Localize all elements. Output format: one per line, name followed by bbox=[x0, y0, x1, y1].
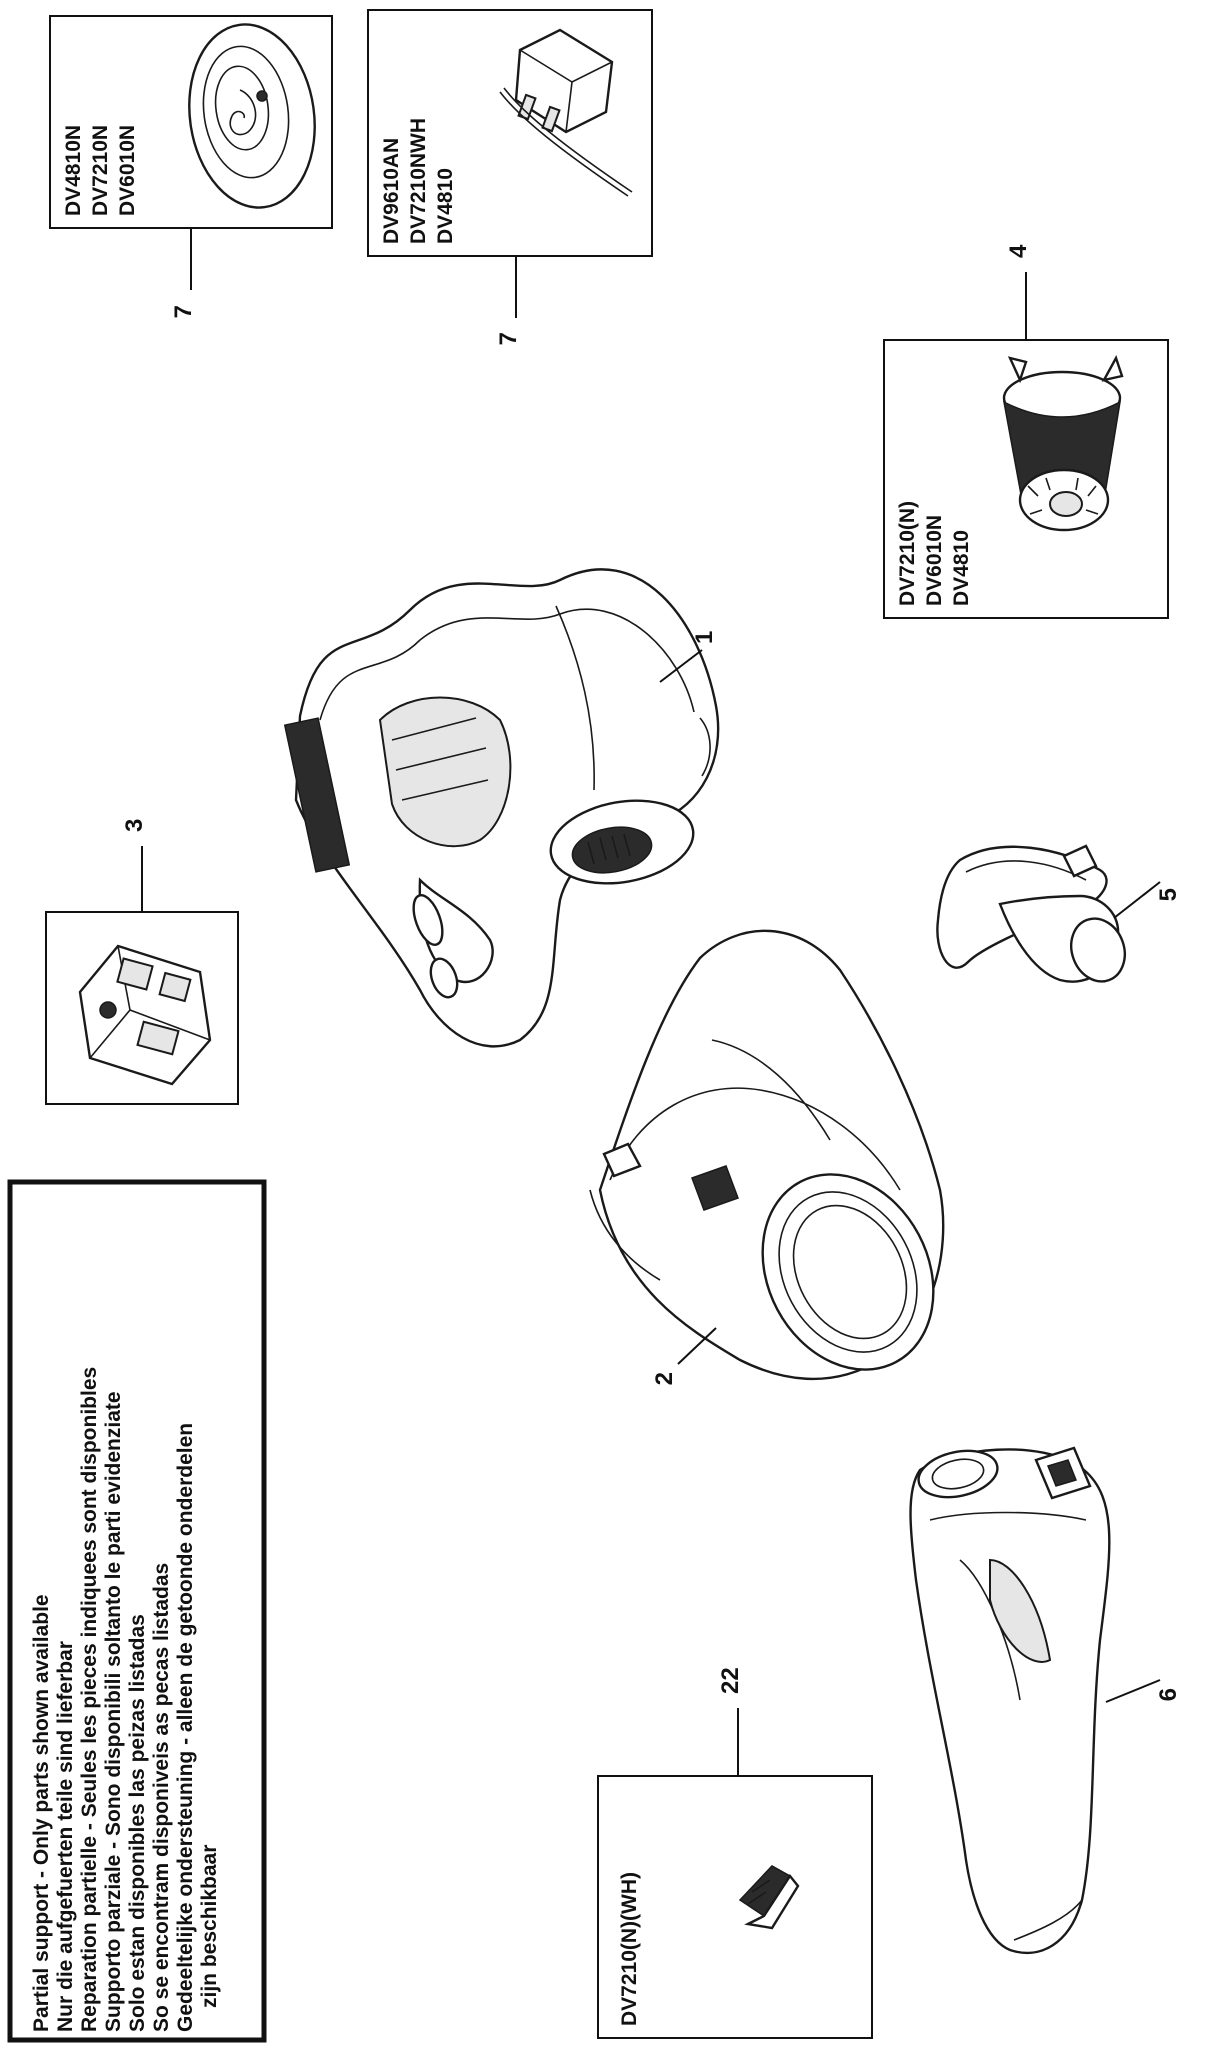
notice-line-3: Reparation partielle - Seules les pieces… bbox=[78, 1367, 101, 2032]
motor-box: 3 bbox=[45, 819, 239, 1105]
filter-disc-model-1: DV4810N bbox=[62, 125, 85, 216]
filter-disc-model-3: DV6010N bbox=[116, 125, 139, 216]
callout-7-filter-disc: 7 bbox=[170, 305, 197, 318]
callout-5-pre-filter: 5 bbox=[1155, 888, 1182, 901]
notice-line-6: So se encontram disponiveis as pecas lis… bbox=[150, 1563, 173, 2032]
latch-box: DV7210(N)(WH) 22 bbox=[597, 1667, 873, 2039]
callout-1-housing: 1 bbox=[691, 631, 718, 644]
charger-box: DV9610AN DV7210NWH DV4810 7 bbox=[367, 9, 653, 345]
notice-line-1: Partial support - Only parts shown avail… bbox=[30, 1594, 53, 2032]
charger-image bbox=[499, 28, 633, 197]
pre-filter-image: 5 bbox=[936, 844, 1182, 983]
latch-image bbox=[738, 1865, 800, 1930]
main-housing-image: 1 bbox=[283, 568, 720, 1048]
charger-model-3: DV4810 bbox=[434, 168, 457, 244]
callout-22-latch: 22 bbox=[717, 1667, 744, 1694]
callout-6-nozzle: 6 bbox=[1155, 1688, 1182, 1701]
filter-cartridge-box: DV7210(N) DV6010N DV4810 4 bbox=[883, 244, 1169, 619]
support-notice-box: Partial support - Only parts shown avail… bbox=[7, 1179, 267, 2043]
notice-line-7: Gedeeltelijke ondersteuning - alleen de … bbox=[174, 1423, 197, 2032]
filter-disc-box: DV4810N DV7210N DV6010N 7 bbox=[49, 15, 333, 318]
filter-cartridge-image bbox=[1002, 355, 1124, 532]
callout-3-motor: 3 bbox=[121, 819, 148, 832]
notice-line-8: zijn beschikbaar bbox=[198, 1845, 221, 2008]
filter-disc-image bbox=[188, 23, 316, 209]
notice-line-5: Solo estan disponibles las peizas listad… bbox=[126, 1614, 149, 2032]
filter-disc-model-2: DV7210N bbox=[89, 125, 112, 216]
notice-line-4: Supporto parziale - Sono disponibili sol… bbox=[102, 1391, 125, 2032]
callout-7-charger: 7 bbox=[495, 332, 522, 345]
filter-model-1: DV7210(N) bbox=[896, 501, 919, 606]
filter-model-3: DV4810 bbox=[950, 530, 973, 606]
filter-model-2: DV6010N bbox=[923, 515, 946, 606]
latch-model-1: DV7210(N)(WH) bbox=[618, 1872, 641, 2026]
callout-2-bowl: 2 bbox=[651, 1372, 678, 1385]
callout-4-filter-cartridge: 4 bbox=[1005, 244, 1032, 258]
notice-line-2: Nur die aufgefuerten teile sind lieferba… bbox=[54, 1641, 77, 2032]
charger-model-1: DV9610AN bbox=[380, 138, 403, 244]
charger-model-2: DV7210NWH bbox=[407, 118, 430, 244]
motor-image bbox=[78, 944, 212, 1086]
dust-bowl-image: 2 bbox=[589, 929, 945, 1385]
nozzle-image: 6 bbox=[909, 1446, 1182, 1955]
